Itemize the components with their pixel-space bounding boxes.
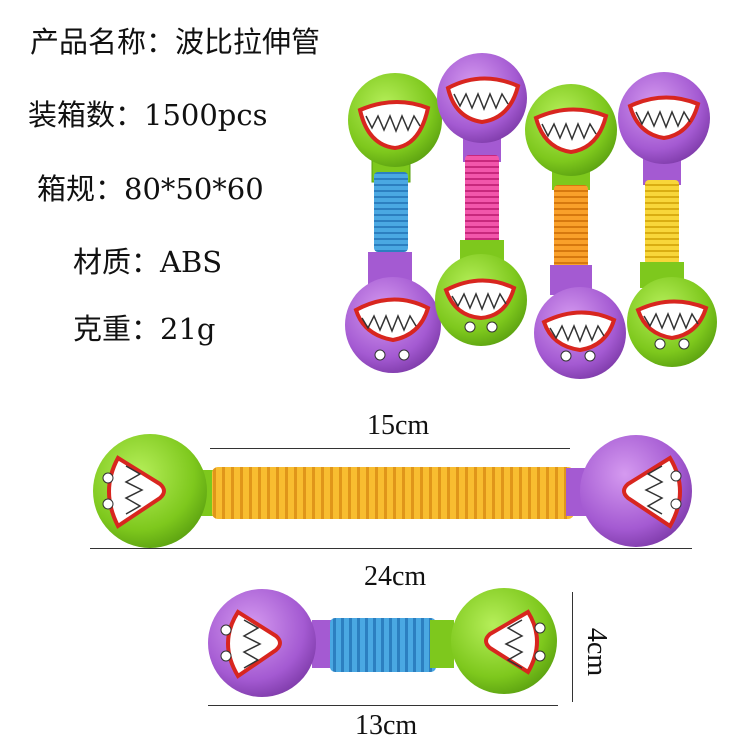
rule-13cm <box>208 705 558 706</box>
rule-4cm <box>572 592 573 702</box>
dim-4cm-label: 4cm <box>581 627 613 677</box>
rule-24cm <box>90 548 692 549</box>
material-text: 材质：ABS <box>73 245 223 279</box>
toy-green-blue-purple <box>345 73 442 373</box>
carton-quantity-text: 装箱数：1500pcs <box>28 98 268 132</box>
toy-extended <box>93 434 692 548</box>
dim-24cm-label: 24cm <box>364 561 427 592</box>
toy-purple-yellow-green <box>618 72 717 367</box>
dim-15cm-label: 15cm <box>367 410 430 441</box>
weight-text: 克重：21g <box>73 312 216 346</box>
toy-green-orange-purple <box>525 84 626 379</box>
rule-15cm <box>210 448 570 449</box>
toy-compressed <box>208 588 557 697</box>
dim-13cm-label: 13cm <box>355 710 418 741</box>
carton-size-text: 箱规：80*50*60 <box>37 172 264 206</box>
toy-purple-pink-green <box>435 53 527 346</box>
product-name-text: 产品名称：波比拉伸管 <box>30 25 321 59</box>
